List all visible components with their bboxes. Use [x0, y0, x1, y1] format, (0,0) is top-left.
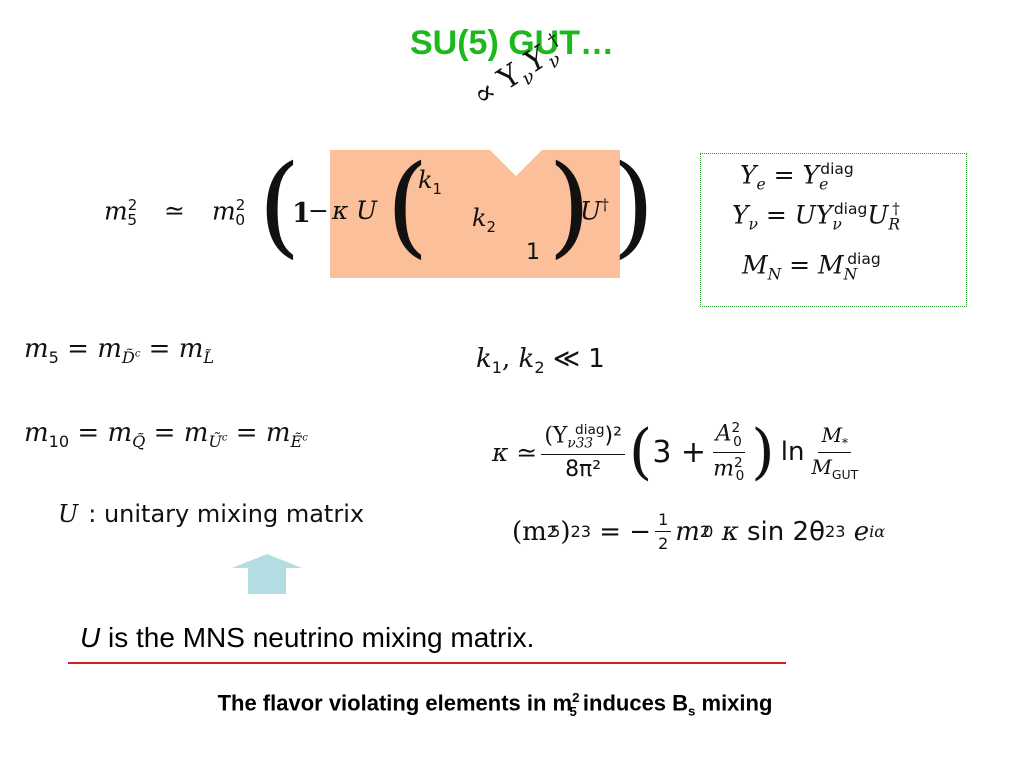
m10-relation: m10 = mQ̃ = mŨc = mẼc [24, 418, 308, 452]
identity-one: 1 [292, 198, 311, 229]
kappa-formula: κ ≃ (Yν33diag)² 8π² ( 3 + A20 m20 ) ln M… [492, 417, 859, 488]
ynu-equation: Yν = UYνdiagUR† [732, 200, 901, 234]
outer-paren-right: ) [612, 141, 655, 269]
matrix-notch [490, 150, 542, 176]
u-definition: U: unitary mixing matrix [58, 500, 365, 528]
matrix-highlight [330, 150, 620, 278]
mns-statement: U is the MNS neutrino mixing matrix. [80, 622, 535, 653]
up-arrow-icon [232, 554, 302, 594]
m5-squared-lhs: m25 [104, 196, 138, 230]
outer-paren-left: ( [258, 141, 301, 269]
inner-paren-left: ( [386, 141, 429, 269]
slide-title: SU(5) GUT… [410, 24, 614, 62]
inner-paren-right: ) [548, 141, 591, 269]
m5-relation: m5 = mD̃c = mL̃ [24, 334, 215, 368]
unit-entry: 1 [526, 240, 540, 265]
k-relation: k1, k2 ≪ 1 [476, 344, 605, 378]
red-underline [68, 662, 786, 664]
k2-entry: k2 [472, 204, 497, 236]
approx-symbol: ≃ [164, 196, 185, 225]
bottom-statement: The flavor violating elements in m25 ind… [217, 690, 773, 719]
u-matrix: U [356, 196, 378, 225]
kappa-symbol: κ [332, 196, 349, 225]
m0-squared: m20 [212, 196, 246, 230]
ye-equation: Ye = Yediag [740, 160, 854, 194]
k1-entry: k1 [418, 166, 443, 198]
minus-sign: − [308, 196, 329, 225]
mn-equation: MN = MNdiag [742, 250, 881, 284]
yukawa-basis-box [700, 153, 967, 307]
u-dagger: U† [580, 196, 609, 226]
